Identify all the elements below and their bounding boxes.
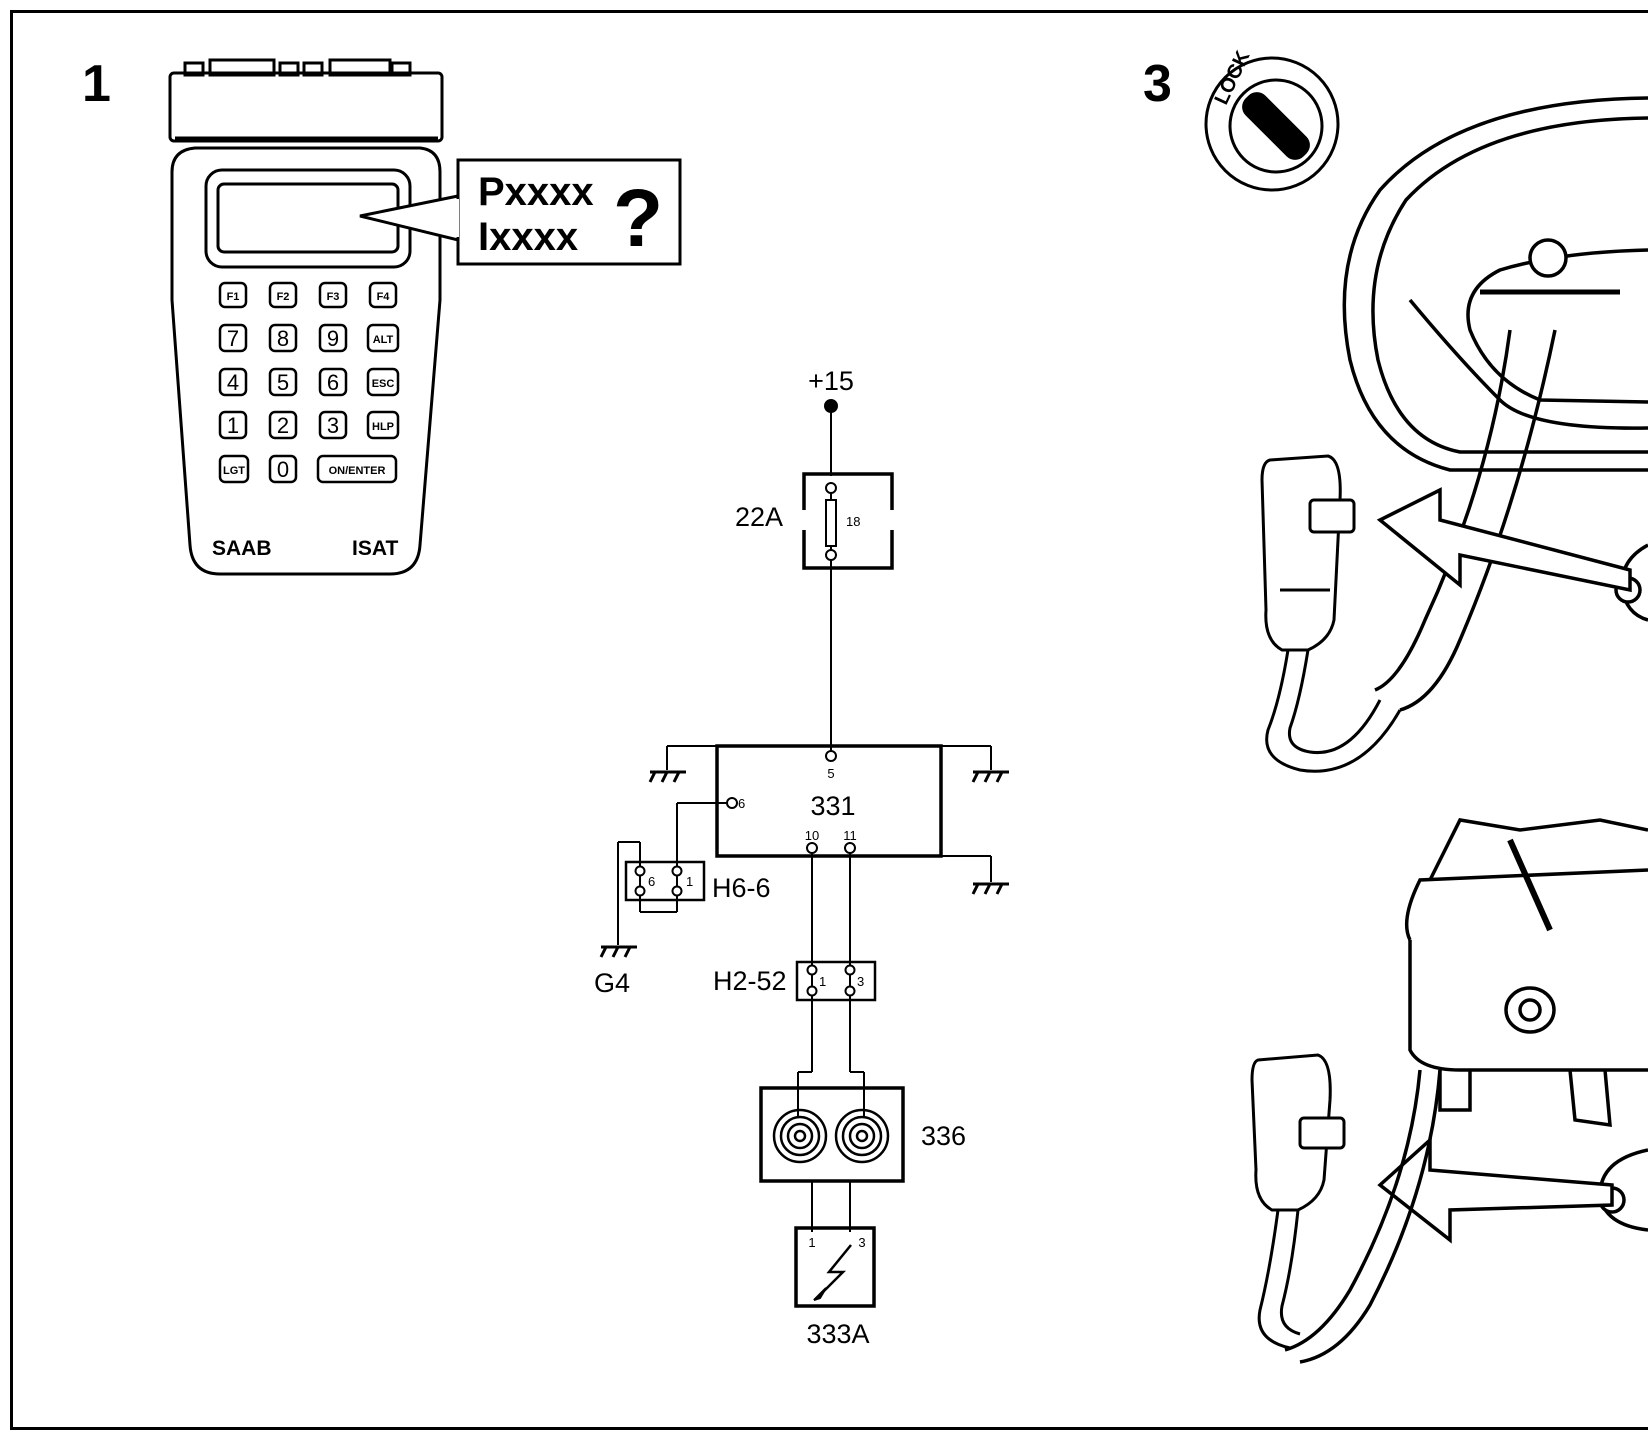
key-esc: ESC [372, 378, 395, 390]
airbag-333a-label: 333A [806, 1319, 869, 1349]
module-pin-11: 11 [843, 828, 857, 843]
connector-h252-label: H2-52 [713, 966, 787, 996]
tester-brand-saab: SAAB [212, 537, 272, 560]
airbag-pin-3: 3 [858, 1235, 865, 1250]
key-f2: F2 [277, 291, 290, 303]
ground-symbols [599, 770, 1009, 958]
connector-plug-bottom [1250, 1053, 1346, 1350]
ignition-lock-icon: LOCK [1204, 47, 1340, 192]
schematic-labels: +15 22A 18 331 5 6 10 11 H6-6 6 1 G4 H2-… [594, 366, 966, 1349]
key-f3: F3 [327, 291, 340, 303]
connector-h252-pin-3: 3 [857, 974, 864, 989]
key-4: 4 [227, 370, 239, 395]
key-2: 2 [277, 413, 289, 438]
code-callout: Pxxxx Ixxxx ? [359, 158, 682, 266]
key-7: 7 [227, 326, 239, 351]
connector-h252-pin-1: 1 [819, 974, 826, 989]
airbag-module-illustration [1284, 818, 1648, 1364]
key-row-1: F1 F2 F3 F4 [218, 281, 398, 309]
ground-left-module [648, 770, 686, 783]
step-number-1: 1 [82, 55, 111, 113]
supply-label: +15 [808, 366, 854, 396]
key-9: 9 [327, 326, 339, 351]
key-row-4: 1 2 3 HLP [218, 410, 400, 440]
ground-g4 [599, 945, 637, 958]
callout-pcode: Pxxxx [478, 170, 594, 214]
connector-h66-pin-6: 6 [648, 874, 655, 889]
module-pin-10: 10 [805, 828, 819, 843]
wiring-schematic [617, 399, 992, 1308]
module-331-label: 331 [810, 791, 855, 821]
key-row-5: LGT 0 ON/ENTER [218, 454, 398, 484]
callout-icode: Ixxxx [478, 215, 578, 259]
key-8: 8 [277, 326, 289, 351]
key-f1: F1 [227, 291, 240, 303]
key-on-enter: ON/ENTER [329, 465, 386, 477]
ground-right-module-top [971, 770, 1009, 783]
key-6: 6 [327, 370, 339, 395]
key-row-2: 7 8 9 ALT [218, 323, 400, 353]
key-0: 0 [277, 457, 289, 482]
step-number-3: 3 [1143, 55, 1172, 113]
key-5: 5 [277, 370, 289, 395]
tester-brand-isat: ISAT [352, 537, 398, 560]
key-alt: ALT [373, 334, 394, 346]
fuse-label: 22A [735, 502, 783, 532]
fuse-pin: 18 [846, 514, 860, 529]
connector-h66-label: H6-6 [712, 873, 771, 903]
question-mark-icon: ? [613, 173, 663, 264]
key-hlp: HLP [372, 421, 394, 433]
connector-plug-top [1260, 454, 1402, 773]
steering-wheel-illustration [1342, 96, 1648, 712]
tester-keypad: F1 F2 F3 F4 7 8 9 ALT 4 5 6 ESC [212, 281, 400, 560]
key-1: 1 [227, 413, 239, 438]
connector-h66-pin-1: 1 [686, 874, 693, 889]
isat-tester [168, 58, 444, 576]
module-pin-6: 6 [738, 796, 745, 811]
key-row-3: 4 5 6 ESC [218, 367, 400, 397]
key-3: 3 [327, 413, 339, 438]
ground-g4-label: G4 [594, 968, 630, 998]
key-f4: F4 [377, 291, 391, 303]
key-lgt: LGT [223, 465, 245, 477]
airbag-pin-1: 1 [808, 1235, 815, 1250]
page-frame [10, 10, 1648, 1430]
ground-right-module-bottom [971, 882, 1009, 895]
module-pin-5: 5 [827, 766, 834, 781]
contact-coil-label: 336 [921, 1121, 966, 1151]
